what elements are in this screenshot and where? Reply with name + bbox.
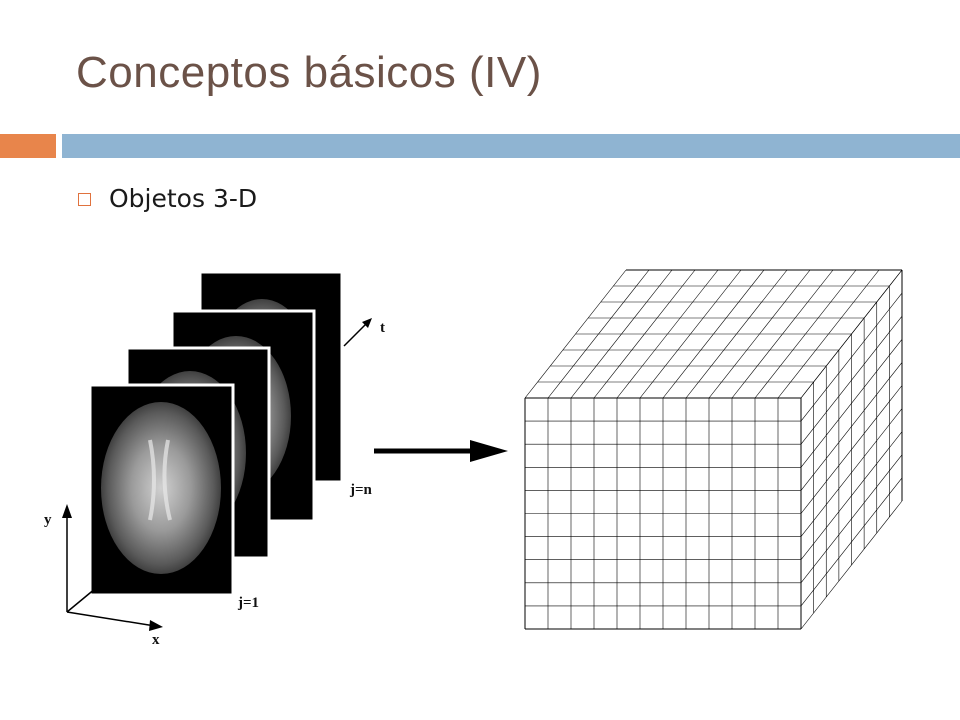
transform-arrow — [374, 440, 508, 462]
bullet-item: Objetos 3-D — [78, 184, 257, 213]
t-label: t — [380, 320, 385, 336]
t-axis-arrow — [343, 318, 372, 347]
y-label: y — [44, 512, 52, 528]
slice-n-label: j=n — [349, 482, 373, 498]
xy-axes — [62, 504, 163, 631]
voxel-grid-cube — [524, 269, 903, 630]
mri-slice-1 — [88, 383, 235, 597]
accent-bar — [0, 134, 56, 158]
bullet-text: Objetos 3-D — [109, 184, 258, 213]
slice-1-label: j=1 — [237, 595, 259, 611]
slide-title: Conceptos básicos (IV) — [76, 48, 542, 97]
bullet-square-icon — [78, 193, 91, 206]
x-label: x — [152, 632, 160, 648]
header-bar — [62, 134, 960, 158]
